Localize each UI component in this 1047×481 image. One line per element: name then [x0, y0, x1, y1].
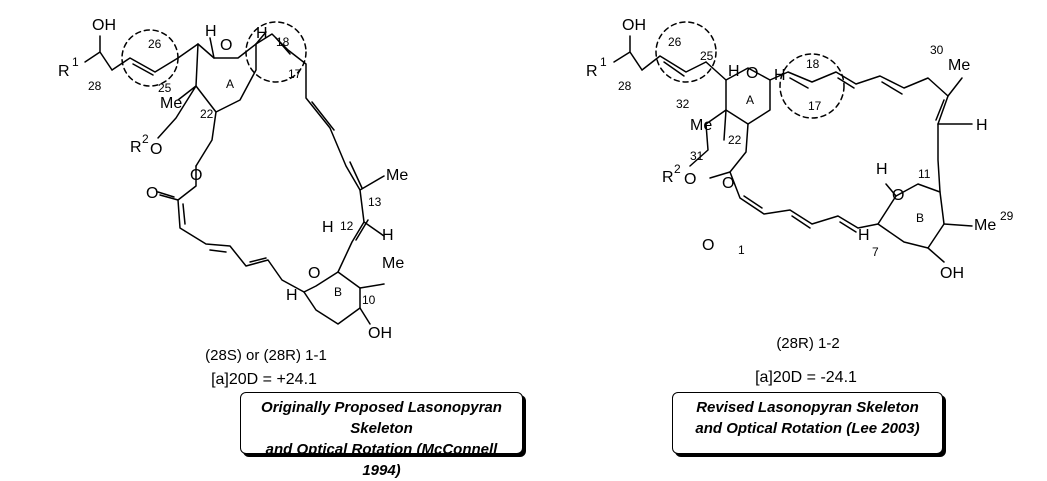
right-structure-labels: OH R 1 28 26 25 H O H 18 17 30 Me 32 Me … [586, 17, 1014, 386]
right-label-c26: 26 [668, 35, 682, 49]
right-label-o-ring: O [746, 65, 758, 82]
right-label-c32: 32 [676, 97, 690, 111]
left-description-box: Originally Proposed Lasonopyran Skeleton… [240, 392, 523, 479]
right-label-r1-sup: 1 [600, 55, 607, 69]
left-label-r1: R [58, 63, 70, 80]
left-label-oh: OH [92, 17, 116, 34]
left-structure-bonds [84, 31, 385, 325]
left-label-me13: Me [386, 167, 408, 184]
right-box-line2: and Optical Rotation (Lee 2003) [695, 420, 920, 437]
right-label-me30: Me [948, 57, 970, 74]
right-caption: (28R) 1-2 [776, 335, 839, 352]
right-label-c1: 1 [738, 243, 745, 257]
right-structure-bonds [613, 35, 973, 263]
left-label-ring-a: A [226, 77, 234, 91]
left-label-h-a2: H [256, 25, 268, 42]
left-label-h12: H [382, 227, 394, 244]
left-label-c22: 22 [200, 107, 214, 121]
left-label-c28: 28 [88, 79, 102, 93]
left-box-line1: Originally Proposed Lasonopyran Skeleton [261, 399, 502, 437]
right-label-c25: 25 [700, 49, 714, 63]
left-label-o-ringb: O [308, 265, 320, 282]
right-label-r2-sup: 2 [674, 162, 681, 176]
left-label-o-carbonyl: O [146, 185, 158, 202]
right-label-me29: Me [974, 217, 996, 234]
left-label-me22: Me [160, 95, 182, 112]
left-label-c17: 17 [288, 67, 302, 81]
right-label-c29: 29 [1000, 209, 1014, 223]
left-structure-labels: OH R 1 28 26 25 H O H 18 17 A Me 22 R 2 … [58, 17, 408, 388]
left-label-ring-b: B [334, 285, 342, 299]
left-highlight-c17-c18 [245, 21, 307, 83]
right-label-c28: 28 [618, 79, 632, 93]
right-label-r2: R [662, 169, 674, 186]
right-description-box: Revised Lasonopyran Skeleton and Optical… [672, 392, 943, 454]
left-label-h-a1: H [205, 23, 217, 40]
left-label-o-ether: O [150, 141, 162, 158]
right-label-me22: Me [690, 117, 712, 134]
right-label-h-a2: H [774, 67, 786, 84]
right-label-o-ester: O [722, 175, 734, 192]
left-label-r1-sup: 1 [72, 55, 79, 69]
right-label-oh-b: OH [940, 265, 964, 282]
right-label-c30: 30 [930, 43, 944, 57]
scheme-canvas: OH R 1 28 26 25 H O H 18 17 A Me 22 R 2 … [58, 17, 1014, 388]
left-label-h-b2: H [286, 287, 298, 304]
left-label-o-ring: O [220, 37, 232, 54]
right-label-ring-a: A [746, 93, 754, 107]
right-label-c22: 22 [728, 133, 742, 147]
left-label-c26: 26 [148, 37, 162, 51]
right-label-ring-b: B [916, 211, 924, 225]
left-label-me10: Me [382, 255, 404, 272]
right-label-c17: 17 [808, 99, 822, 113]
right-label-h-right: H [976, 117, 988, 134]
left-label-h-b1: H [322, 219, 334, 236]
right-label-c11: 11 [918, 167, 931, 181]
right-label-o-ether: O [684, 171, 696, 188]
left-label-o-ester: O [190, 167, 202, 184]
left-caption: (28S) or (28R) 1-1 [205, 347, 327, 364]
right-label-oh: OH [622, 17, 646, 34]
left-label-c25: 25 [158, 81, 172, 95]
left-highlight-c25-c26 [121, 29, 179, 87]
left-rotation: [a]20D = +24.1 [211, 371, 317, 388]
left-label-c10: 10 [362, 293, 376, 307]
right-label-c18: 18 [806, 57, 820, 71]
left-label-c13: 13 [368, 195, 382, 209]
left-box-line2: and Optical Rotation (McConnell 1994) [265, 441, 498, 479]
left-label-r2-sup: 2 [142, 132, 149, 146]
right-label-c7: 7 [872, 245, 879, 259]
left-label-oh10: OH [368, 325, 392, 342]
right-label-o-carbonyl: O [702, 237, 714, 254]
right-highlight-c17-c18 [779, 53, 845, 119]
right-label-h11: H [876, 161, 888, 178]
left-label-r2: R [130, 139, 142, 156]
right-highlight-c25-c26 [655, 21, 717, 83]
right-box-line1: Revised Lasonopyran Skeleton [696, 399, 919, 416]
right-label-h-a1: H [728, 63, 740, 80]
right-label-o-ringb: O [892, 187, 904, 204]
left-label-c12: 12 [340, 219, 354, 233]
right-label-h-b: H [858, 227, 870, 244]
left-label-c18: 18 [276, 35, 290, 49]
right-label-r1: R [586, 63, 598, 80]
right-rotation: [a]20D = -24.1 [755, 369, 857, 386]
right-label-c31: 31 [690, 149, 704, 163]
